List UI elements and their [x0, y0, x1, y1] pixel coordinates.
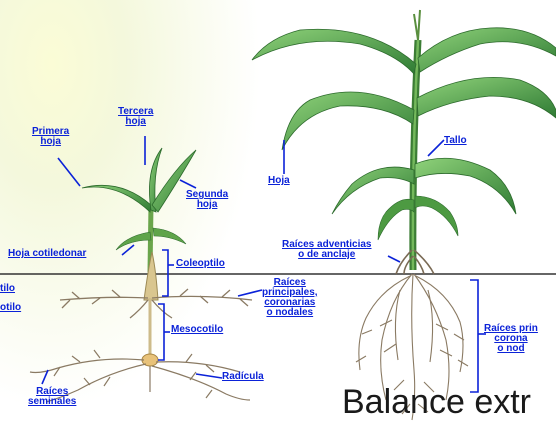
label-otilo-cut: otilo — [0, 303, 21, 313]
label-primera-hoja: Primera hoja — [32, 127, 69, 147]
mature-plant — [252, 10, 556, 420]
label-raices-principales: Raíces principales, coronarias o nodales — [262, 278, 318, 318]
label-tallo: Tallo — [444, 136, 467, 146]
label-raices-adventicias: Raíces adventicias o de anclaje — [282, 240, 372, 260]
mature-leaf-7 — [378, 199, 414, 240]
label-tercera-hoja: Tercera hoja — [118, 107, 153, 127]
caption-text: Balance extr — [342, 383, 531, 422]
label-raices-seminales: Raíces seminales — [28, 387, 76, 407]
mature-leaf-4 — [417, 77, 556, 118]
mature-leaf-3 — [282, 92, 414, 150]
mature-leaf-1 — [252, 29, 416, 74]
label-hoja: Hoja — [268, 176, 290, 186]
label-mesocotilo: Mesocotilo — [171, 325, 223, 335]
background-glow — [0, 0, 260, 430]
label-tilo-cut: tilo — [0, 284, 15, 294]
label-segunda-hoja: Segunda hoja — [186, 190, 228, 210]
label-raices-principales-right: Raíces prin corona o nod — [484, 324, 538, 354]
label-radicula: Radícula — [222, 372, 264, 382]
mature-leaf-2 — [418, 28, 556, 72]
label-coleoptilo: Coleoptilo — [176, 259, 225, 269]
label-hoja-cotiledonar: Hoja cotiledonar — [8, 249, 86, 259]
